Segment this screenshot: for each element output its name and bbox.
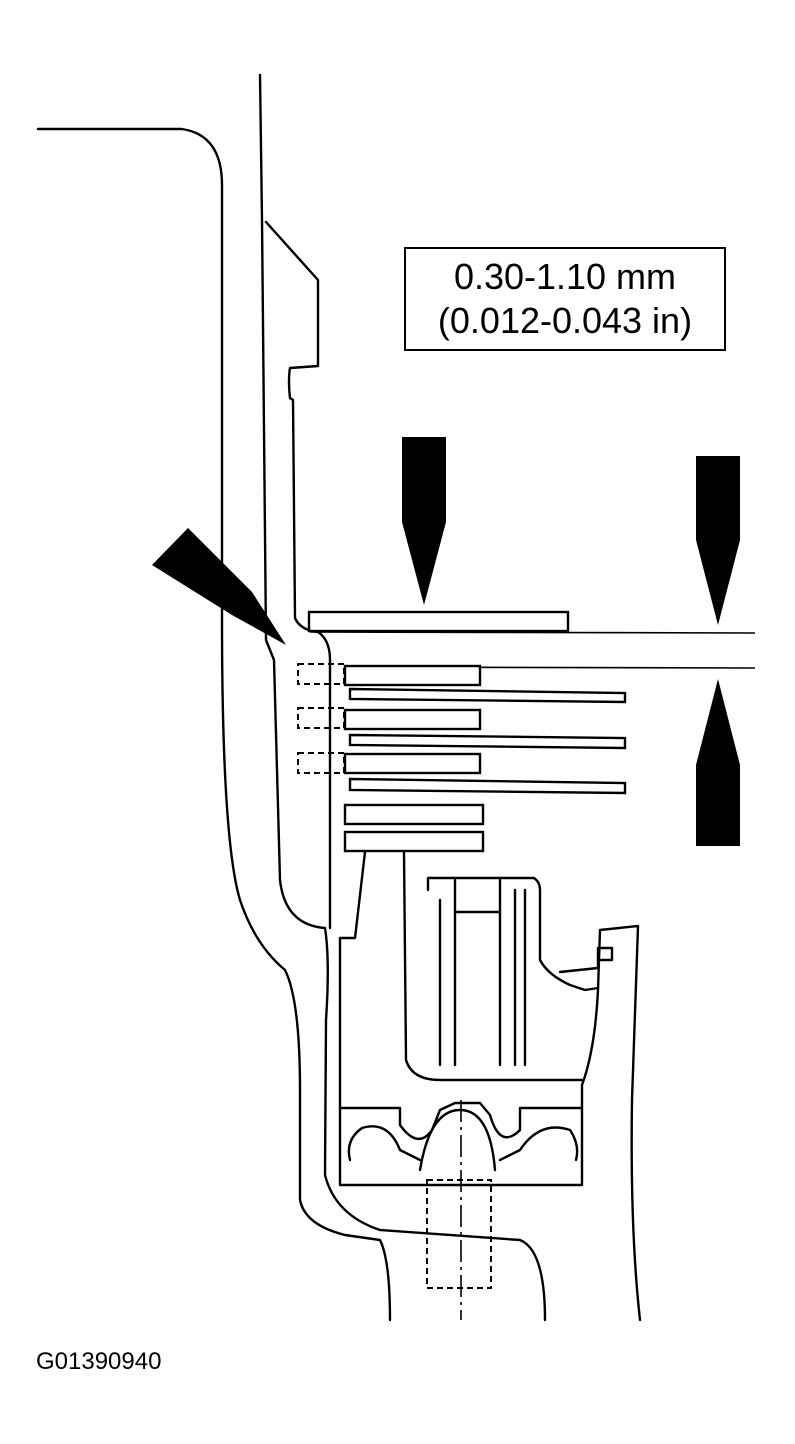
housing-shoulder: [264, 220, 332, 930]
arrow-4-icon: [696, 679, 740, 846]
hub-loop: [418, 1108, 497, 1172]
clearance-in: (0.012-0.043 in): [437, 300, 693, 341]
return-spring-left: [347, 1125, 422, 1162]
arrow-3-icon: [696, 456, 740, 625]
clearance-mm: 0.30-1.10 mm: [453, 256, 677, 297]
reference-line-upper: [309, 631, 756, 634]
piston-body: [338, 850, 642, 1322]
piston-inner: [402, 850, 584, 1082]
arrow-1-icon: [402, 437, 446, 605]
piston-groove: [453, 910, 614, 974]
spring-seat: [338, 1101, 584, 1140]
hidden-bolt: [426, 1179, 492, 1289]
clutch-disc-2: [348, 733, 627, 750]
clutch-plate-3: [343, 752, 482, 775]
retaining-plate: [307, 610, 570, 633]
return-spring-right: [498, 1126, 579, 1162]
clutch-plate-1: [343, 664, 482, 687]
hidden-tab-2: [297, 707, 345, 729]
clutch-disc-3: [348, 777, 627, 795]
arrow-2-icon: [152, 528, 286, 645]
clutch-disc-1: [348, 687, 627, 704]
piston-neck: [438, 878, 527, 1067]
piston-cap: [426, 876, 600, 992]
clutch-plate-4: [343, 803, 485, 826]
clutch-plate-5: [343, 830, 485, 853]
housing-inner-wall: [258, 73, 547, 1322]
hidden-tab-3: [297, 752, 345, 774]
clutch-plate-2: [343, 708, 482, 731]
figure-id: G01390940: [36, 1348, 162, 1375]
hidden-tab-1: [297, 663, 345, 685]
clearance-callout: 0.30-1.10 mm (0.012-0.043 in): [404, 247, 726, 351]
housing-outer-wall: [36, 127, 392, 1322]
